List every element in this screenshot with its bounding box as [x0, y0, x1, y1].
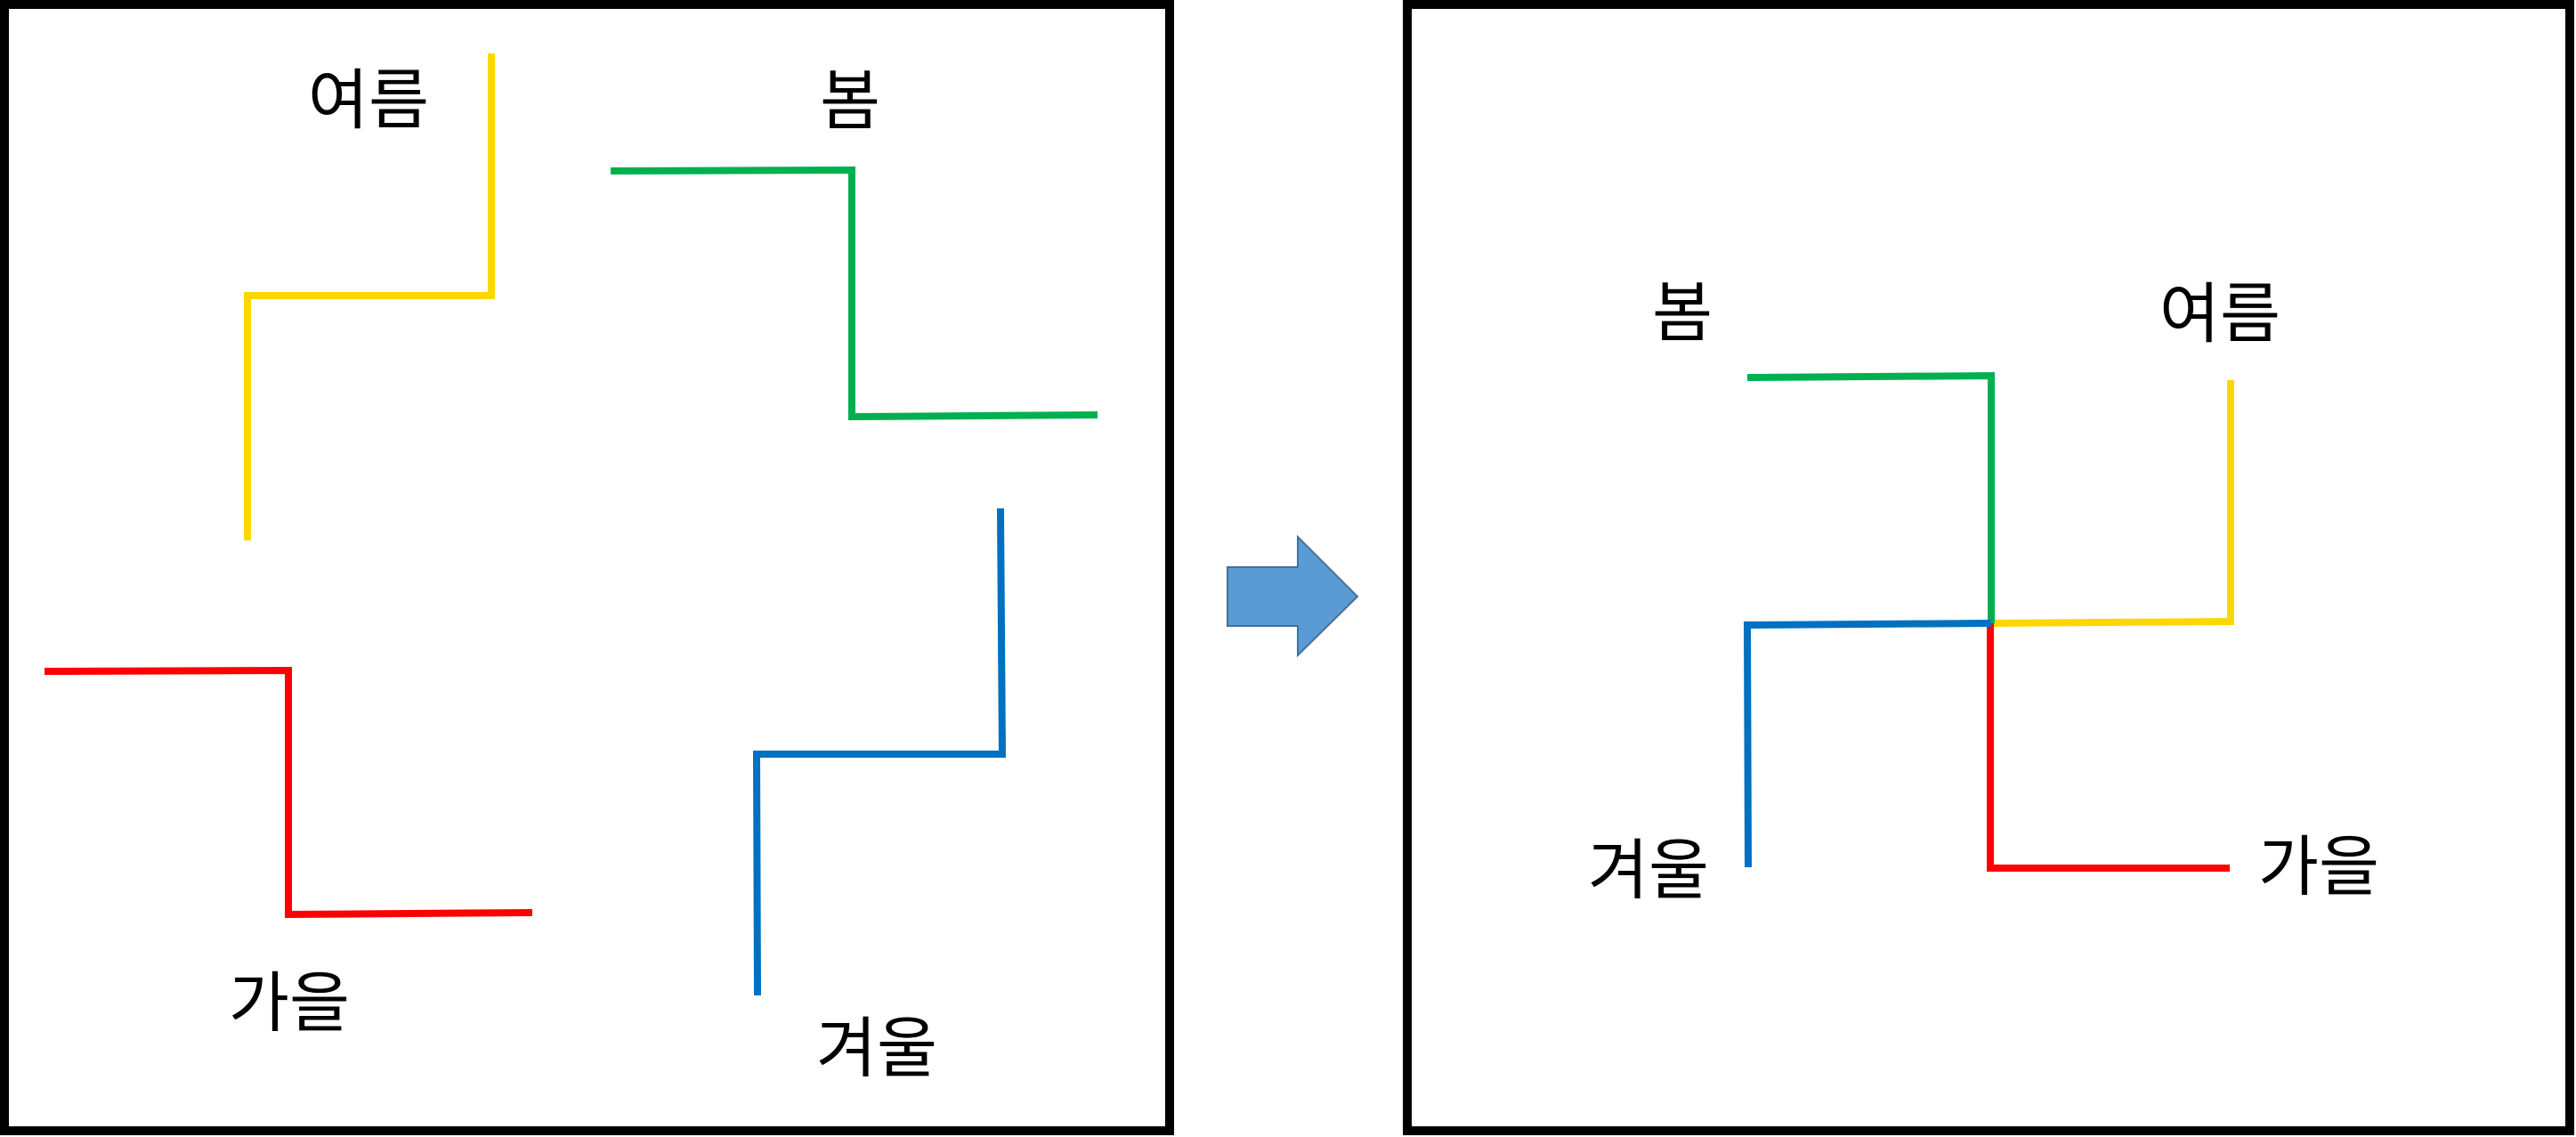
- right-panel-frame: [1403, 0, 2574, 1135]
- left-winter-path: [752, 508, 1007, 996]
- right-autumn-label: 가을: [2258, 829, 2379, 906]
- left-panel-frame: [0, 0, 1174, 1135]
- left-spring-label: 봄: [820, 63, 880, 140]
- left-autumn-label: 가을: [229, 965, 350, 1042]
- right-spring-label: 봄: [1652, 275, 1713, 352]
- right-summer-path: [1989, 380, 2234, 627]
- right-summer-label: 여름: [2159, 276, 2280, 353]
- right-winter-path: [1743, 620, 1992, 868]
- left-autumn-path: [44, 666, 533, 919]
- left-spring-path: [610, 166, 1098, 421]
- right-arrow-icon: [1227, 534, 1359, 658]
- left-summer-label: 여름: [308, 62, 429, 139]
- right-autumn-path: [1987, 623, 2230, 872]
- left-winter-label: 겨울: [816, 1011, 937, 1087]
- right-spring-path: [1746, 371, 1995, 623]
- right-winter-label: 겨울: [1588, 832, 1709, 909]
- left-summer-path: [244, 53, 495, 540]
